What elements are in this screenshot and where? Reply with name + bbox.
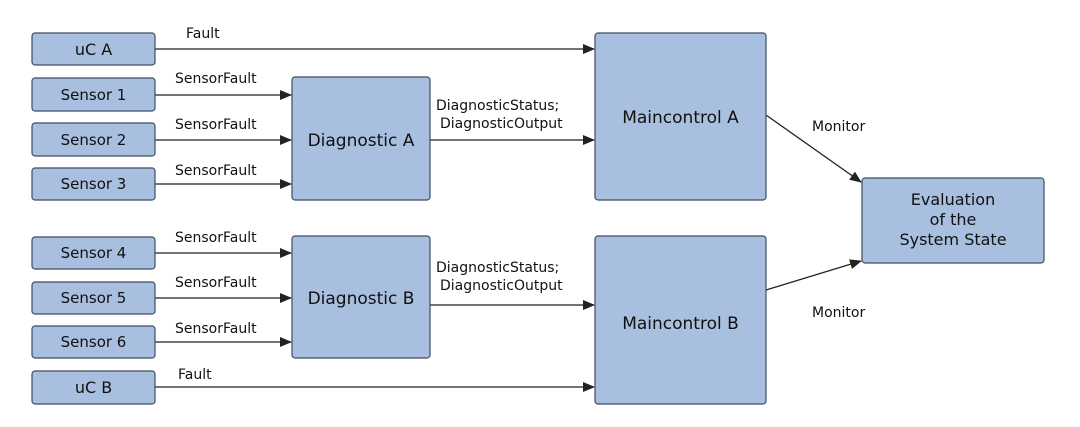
svg-text:Sensor 2: Sensor 2 bbox=[61, 131, 127, 149]
sensor-fault-3-label: SensorFault bbox=[175, 163, 257, 179]
svg-text:Diagnostic A: Diagnostic A bbox=[308, 131, 415, 151]
svg-text:uC A: uC A bbox=[75, 40, 112, 59]
diag-output-b-line2: DiagnosticOutput bbox=[440, 278, 563, 294]
svg-text:Sensor 6: Sensor 6 bbox=[61, 333, 127, 351]
sensor-fault-6-label: SensorFault bbox=[175, 321, 257, 337]
node-sensor-2: Sensor 2 bbox=[31, 122, 156, 157]
sensor-fault-4-label: SensorFault bbox=[175, 230, 257, 246]
node-maincontrol-a: Maincontrol A bbox=[594, 32, 767, 201]
monitor-a-label: Monitor bbox=[812, 119, 865, 135]
sensor-fault-2-label: SensorFault bbox=[175, 117, 257, 133]
diag-output-a-line2: DiagnosticOutput bbox=[440, 116, 563, 132]
node-diagnostic-a: Diagnostic A bbox=[291, 76, 431, 201]
svg-text:Sensor 1: Sensor 1 bbox=[61, 86, 127, 104]
node-sensor-3: Sensor 3 bbox=[31, 167, 156, 201]
svg-text:Sensor 5: Sensor 5 bbox=[61, 289, 127, 307]
monitor-b-label: Monitor bbox=[812, 305, 865, 321]
node-sensor-5: Sensor 5 bbox=[31, 281, 156, 315]
svg-text:Diagnostic B: Diagnostic B bbox=[308, 289, 415, 309]
diag-output-b-line1: DiagnosticStatus; bbox=[436, 260, 559, 276]
sensor-fault-1-label: SensorFault bbox=[175, 71, 257, 87]
node-uc-a: uC A bbox=[31, 32, 156, 66]
edge-monitor-a bbox=[765, 114, 862, 183]
svg-text:Maincontrol B: Maincontrol B bbox=[622, 314, 739, 334]
node-maincontrol-b: Maincontrol B bbox=[594, 235, 767, 405]
node-diagnostic-b: Diagnostic B bbox=[291, 235, 431, 359]
evaluation-line-3: System State bbox=[899, 230, 1006, 249]
svg-text:Sensor 3: Sensor 3 bbox=[61, 175, 127, 193]
fault-b-label: Fault bbox=[178, 367, 212, 383]
node-uc-b: uC B bbox=[31, 370, 156, 405]
evaluation-line-1: Evaluation bbox=[911, 190, 995, 209]
svg-text:Maincontrol A: Maincontrol A bbox=[622, 108, 739, 128]
diag-output-a-line1: DiagnosticStatus; bbox=[436, 98, 559, 114]
node-sensor-1: Sensor 1 bbox=[31, 77, 156, 112]
node-sensor-6: Sensor 6 bbox=[31, 325, 156, 359]
sensor-fault-5-label: SensorFault bbox=[175, 275, 257, 291]
evaluation-line-2: of the bbox=[930, 210, 977, 229]
edge-monitor-b bbox=[765, 259, 862, 291]
fault-a-label: Fault bbox=[186, 26, 220, 42]
node-sensor-4: Sensor 4 bbox=[31, 236, 156, 270]
node-evaluation: Evaluation of the System State bbox=[861, 177, 1045, 264]
svg-text:uC B: uC B bbox=[75, 378, 112, 397]
svg-text:Sensor 4: Sensor 4 bbox=[61, 244, 127, 262]
